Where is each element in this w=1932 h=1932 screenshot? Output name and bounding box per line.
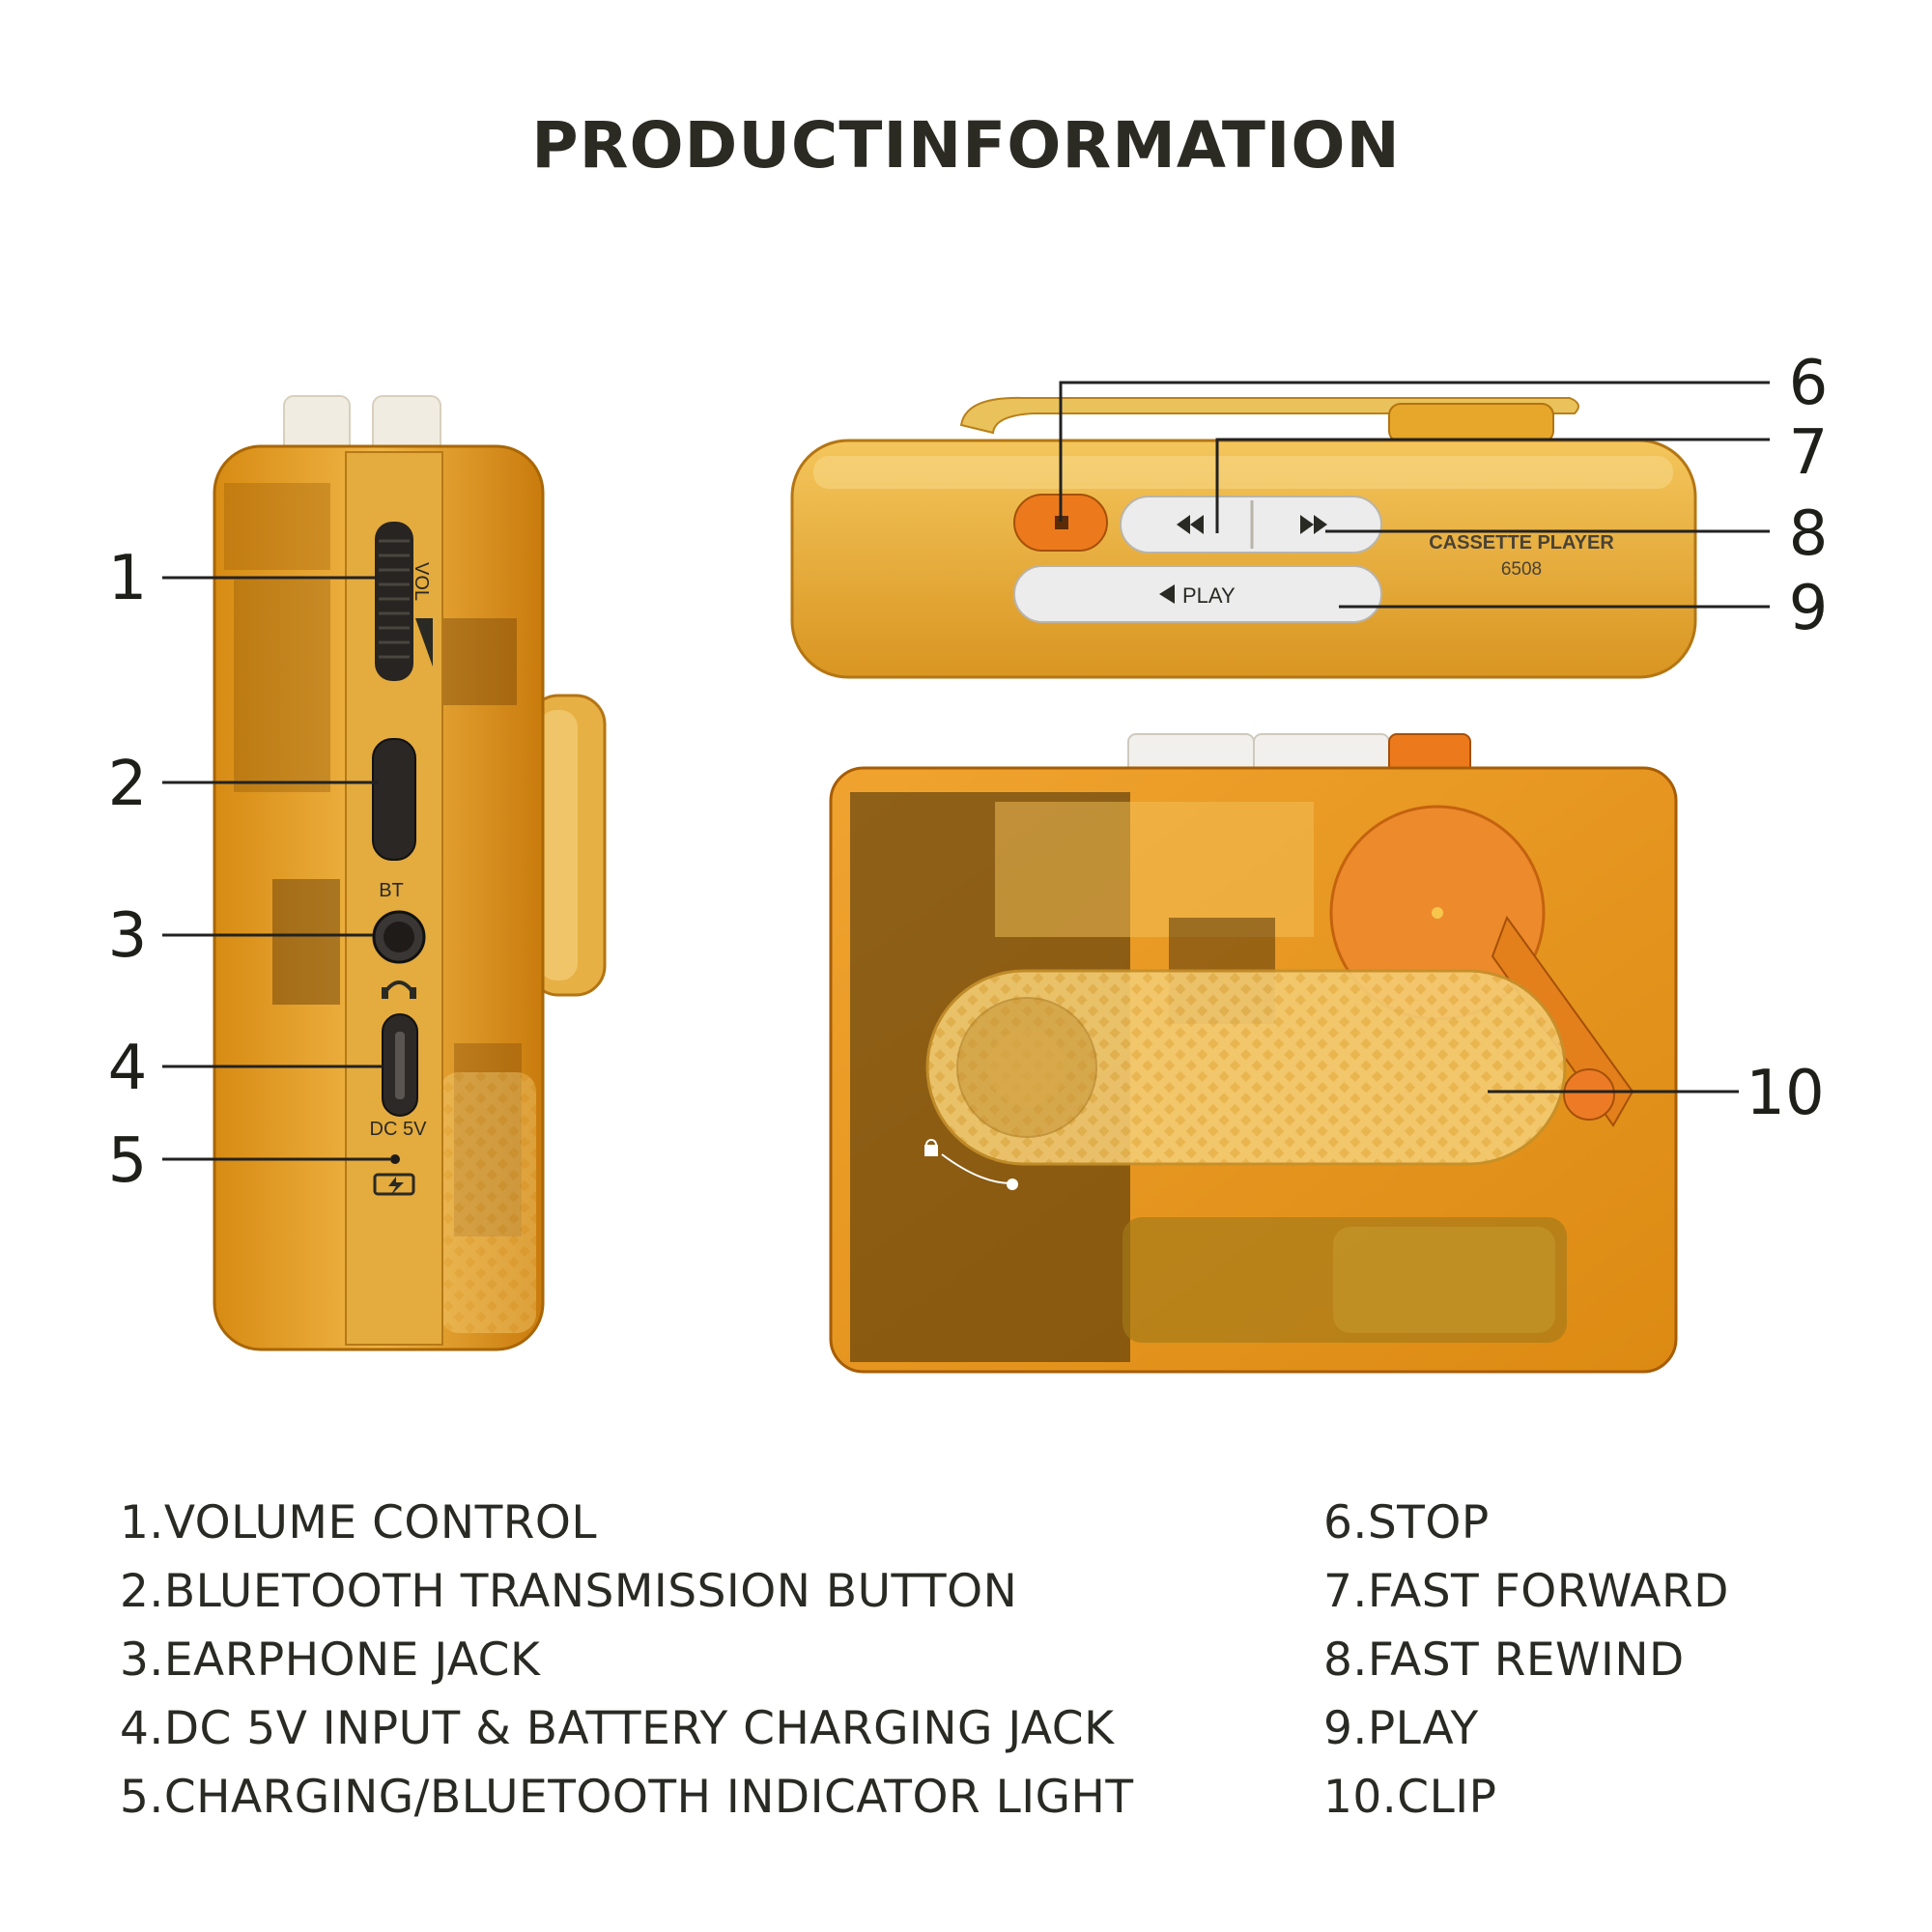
legend-item-9: 9.PLAY bbox=[1323, 1702, 1479, 1755]
legend-item-6: 6.STOP bbox=[1323, 1496, 1490, 1549]
callouts-front: 10 bbox=[1488, 1058, 1825, 1129]
legend-item-10: 10.CLIP bbox=[1323, 1771, 1497, 1824]
brand-line: CASSETTE PLAYER bbox=[1429, 532, 1614, 554]
callout-9: 9 bbox=[1789, 573, 1829, 644]
callout-10: 10 bbox=[1746, 1058, 1824, 1129]
legend-right: 6.STOP 7.FAST FORWARD 8.FAST REWIND 9.PL… bbox=[1323, 1489, 1729, 1832]
play-label: PLAY bbox=[1182, 583, 1236, 608]
callout-1: 1 bbox=[108, 543, 148, 614]
callout-8: 8 bbox=[1789, 498, 1829, 570]
legend-item-7: 7.FAST FORWARD bbox=[1323, 1565, 1729, 1618]
page-title: PRODUCTINFORMATION bbox=[531, 108, 1401, 183]
callouts-left: 1 2 3 4 5 bbox=[108, 543, 390, 1197]
legend-item-5: 5.CHARGING/BLUETOOTH INDICATOR LIGHT bbox=[120, 1771, 1134, 1824]
dc-label: DC 5V bbox=[370, 1119, 428, 1140]
callout-3: 3 bbox=[108, 900, 148, 972]
callout-5: 5 bbox=[108, 1125, 148, 1197]
front-view-device bbox=[829, 733, 1678, 1374]
top-view-device: PLAY CASSETTE PLAYER 6508 bbox=[790, 396, 1697, 679]
side-view-device: VOL BT DC 5V bbox=[213, 395, 607, 1351]
callout-6: 6 bbox=[1789, 348, 1829, 419]
legend-item-1: 1.VOLUME CONTROL bbox=[120, 1496, 598, 1549]
legend-item-3: 3.EARPHONE JACK bbox=[120, 1634, 541, 1687]
vol-label: VOL bbox=[411, 562, 432, 601]
model-number: 6508 bbox=[1501, 559, 1542, 580]
legend-left: 1.VOLUME CONTROL 2.BLUETOOTH TRANSMISSIO… bbox=[120, 1489, 1134, 1832]
callout-7: 7 bbox=[1789, 417, 1829, 489]
callout-4: 4 bbox=[108, 1033, 148, 1104]
callout-2: 2 bbox=[108, 749, 148, 820]
legend-item-8: 8.FAST REWIND bbox=[1323, 1634, 1685, 1687]
callouts-top: 6 7 8 9 bbox=[1059, 348, 1829, 644]
legend-item-2: 2.BLUETOOTH TRANSMISSION BUTTON bbox=[120, 1565, 1018, 1618]
bt-label: BT bbox=[379, 880, 404, 901]
legend-item-4: 4.DC 5V INPUT & BATTERY CHARGING JACK bbox=[120, 1702, 1115, 1755]
